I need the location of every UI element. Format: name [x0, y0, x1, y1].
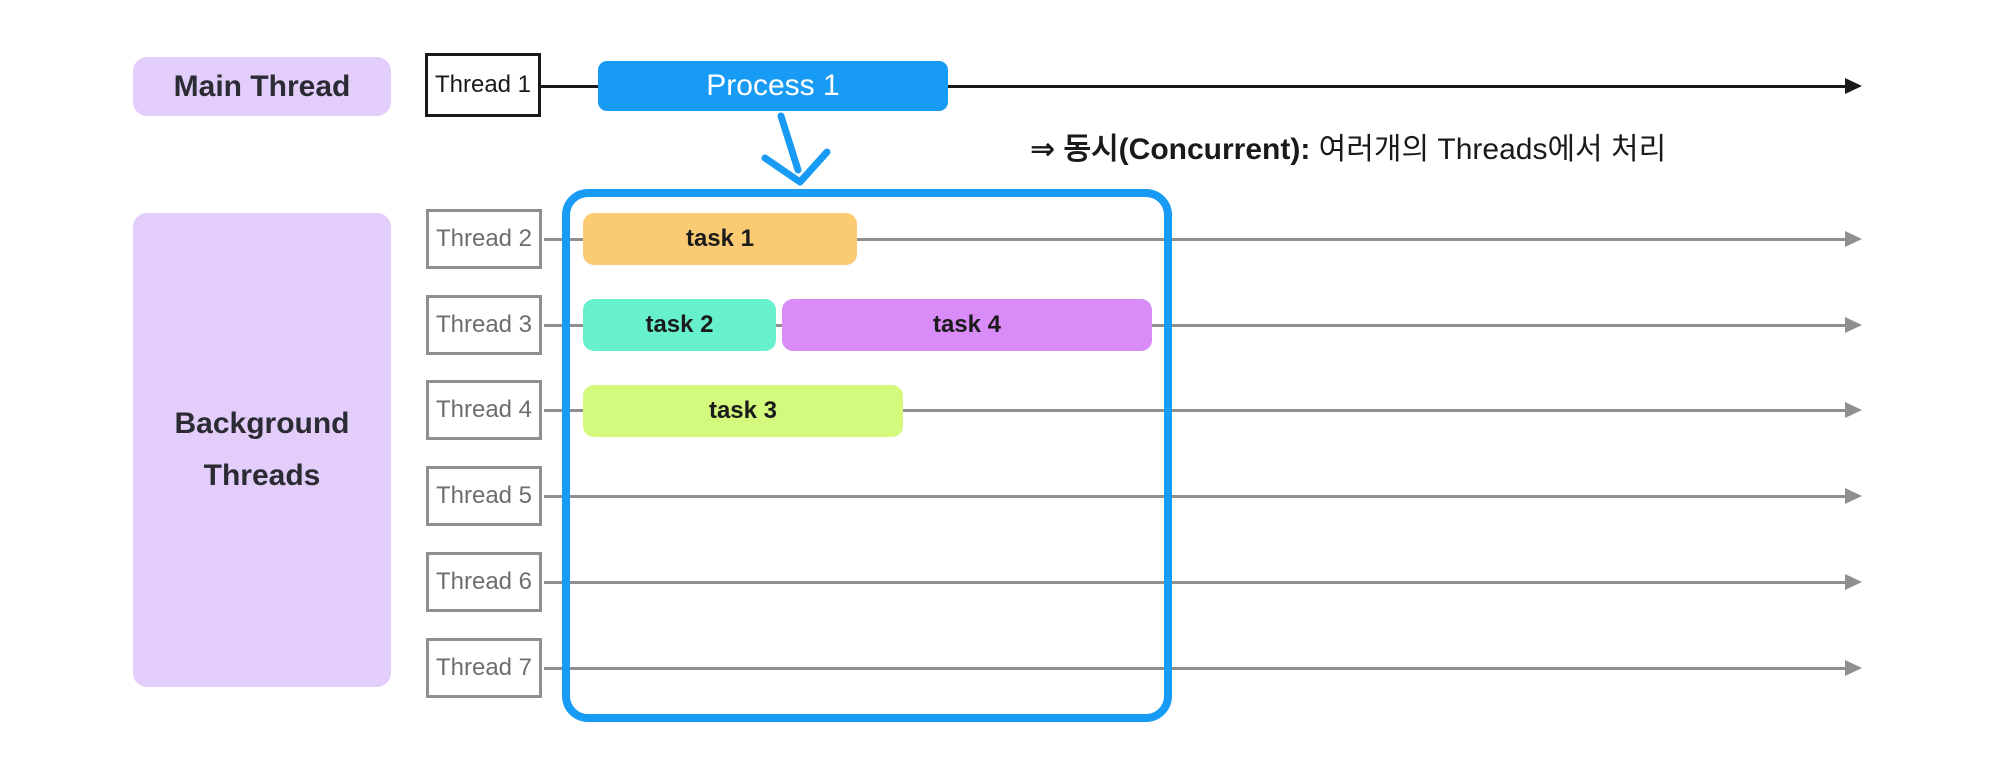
- annotation-bold-text: ⇒ 동시(Concurrent):: [1030, 133, 1311, 166]
- task-4-bar: task 4: [782, 299, 1152, 351]
- thread-7-timeline-arrow: [544, 660, 1862, 676]
- process-1-bar: Process 1: [598, 61, 948, 111]
- main-thread-section-label: Main Thread: [133, 57, 391, 116]
- thread-6-timeline-arrow: [544, 574, 1862, 590]
- thread-6-box: Thread 6: [426, 552, 542, 612]
- background-label-line2: Threads: [203, 459, 321, 492]
- concurrent-annotation: ⇒ 동시(Concurrent): 여러개의 Threads에서 처리: [1030, 124, 1666, 168]
- thread-2-box: Thread 2: [426, 209, 542, 269]
- thread-2-timeline-arrow: [544, 231, 1862, 247]
- thread-3-box: Thread 3: [426, 295, 542, 355]
- thread-5-box: Thread 5: [426, 466, 542, 526]
- process-to-threads-arrow-icon: [761, 112, 831, 186]
- thread-7-box: Thread 7: [426, 638, 542, 698]
- background-label-line1: Background: [174, 406, 350, 440]
- task-1-bar: task 1: [583, 213, 857, 265]
- thread-4-box: Thread 4: [426, 380, 542, 440]
- background-threads-section-label: Background Threads: [133, 213, 391, 687]
- task-2-bar: task 2: [583, 299, 776, 351]
- thread-5-timeline-arrow: [544, 488, 1862, 504]
- process-1-boundary-box: [562, 189, 1172, 722]
- thread-1-timeline-arrow: [541, 78, 1862, 94]
- thread-4-timeline-arrow: [544, 402, 1862, 418]
- thread-1-box: Thread 1: [425, 53, 541, 117]
- task-3-bar: task 3: [583, 385, 903, 437]
- annotation-regular-text: 여러개의 Threads에서 처리: [1310, 133, 1667, 166]
- thread-3-timeline-arrow: [544, 317, 1862, 333]
